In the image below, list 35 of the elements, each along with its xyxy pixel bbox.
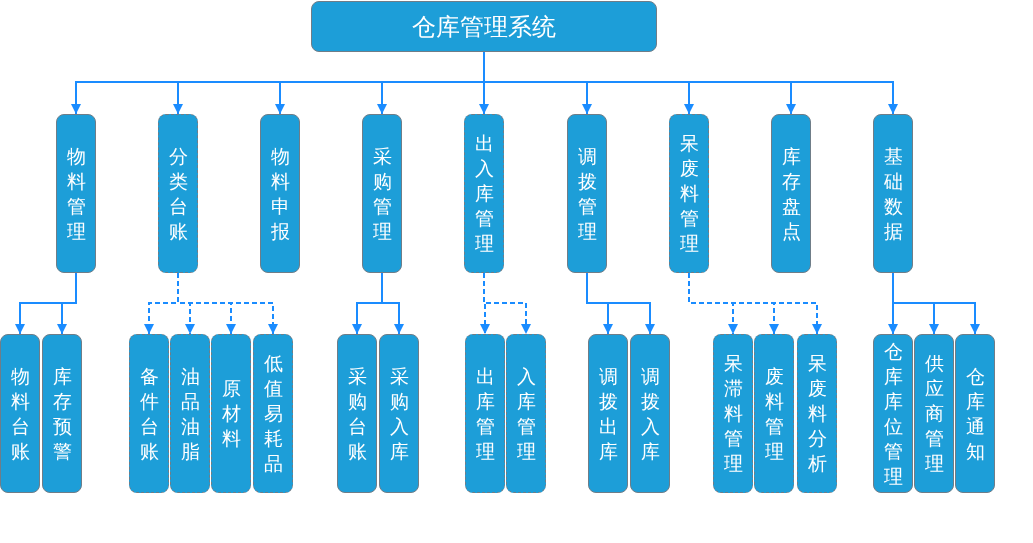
module-box: 原材料 xyxy=(211,334,251,493)
module-box: 调拨入库 xyxy=(630,334,670,493)
module-box: 供应商管理 xyxy=(914,334,954,493)
module-box: 出入库管理 xyxy=(464,114,504,273)
module-box: 低值易耗品 xyxy=(253,334,293,493)
module-box: 出库管理 xyxy=(465,334,505,493)
arrow xyxy=(892,272,980,335)
arrow xyxy=(177,272,278,335)
module-box: 调拨出库 xyxy=(588,334,628,493)
arrow xyxy=(586,272,655,335)
module-box: 库存预警 xyxy=(42,334,82,493)
module-box: 呆滞料管理 xyxy=(713,334,753,493)
arrow xyxy=(381,272,404,335)
module-box: 备件台账 xyxy=(129,334,169,493)
module-box: 采购入库 xyxy=(379,334,419,493)
module-box: 库存盘点 xyxy=(771,114,811,273)
arrow xyxy=(57,272,77,335)
module-box: 采购管理 xyxy=(362,114,402,273)
module-box: 仓库通知 xyxy=(955,334,995,493)
module-box: 调拨管理 xyxy=(567,114,607,273)
module-box: 分类台账 xyxy=(158,114,198,273)
module-box: 废料管理 xyxy=(754,334,794,493)
module-box: 仓库库位管理 xyxy=(873,334,913,493)
module-box: 基础数据 xyxy=(873,114,913,273)
module-box: 物料管理 xyxy=(56,114,96,273)
arrow xyxy=(688,272,822,335)
module-box: 物料申报 xyxy=(260,114,300,273)
module-box: 呆废料管理 xyxy=(669,114,709,273)
module-box: 呆废料分析 xyxy=(797,334,837,493)
arrow xyxy=(483,272,531,335)
module-box: 油品油脂 xyxy=(170,334,210,493)
title-box: 仓库管理系统 xyxy=(311,1,657,52)
module-box: 采购台账 xyxy=(337,334,377,493)
module-box: 物料台账 xyxy=(0,334,40,493)
module-box: 入库管理 xyxy=(506,334,546,493)
